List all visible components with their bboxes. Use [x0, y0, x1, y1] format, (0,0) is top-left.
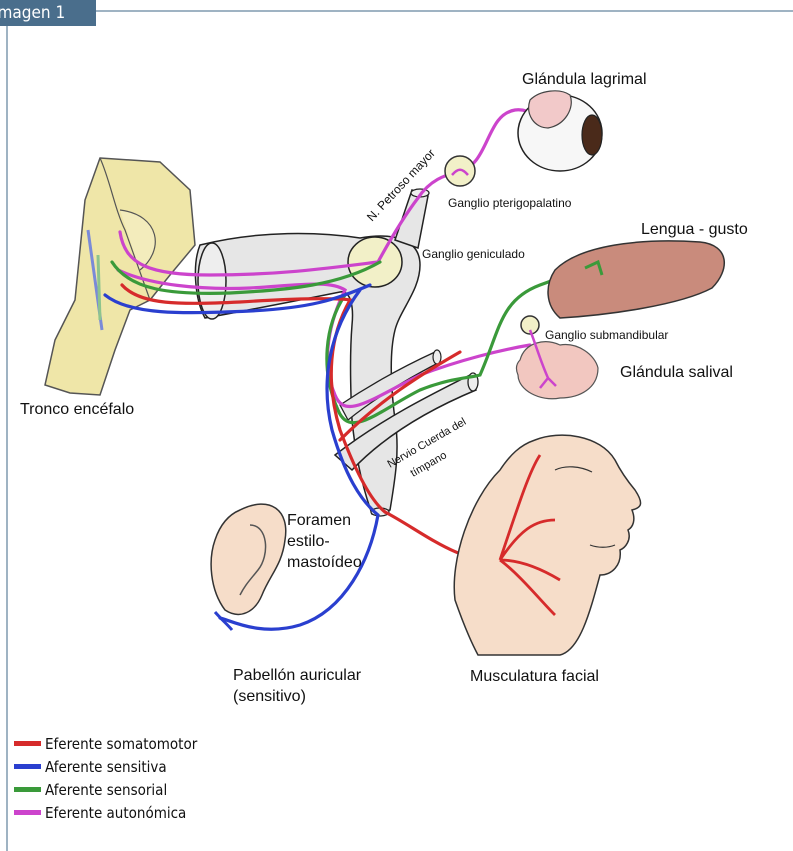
label-ganglio-submandibular: Ganglio submandibular — [545, 328, 668, 342]
label-pabellon-1: Pabellón auricular — [233, 667, 362, 684]
label-ganglio-pterigopalatino: Ganglio pterigopalatino — [448, 196, 572, 210]
label-lengua-gusto: Lengua - gusto — [641, 221, 748, 238]
legend-swatch-autonomica — [14, 810, 41, 815]
legend-item-somatomotor: Eferente somatomotor — [14, 732, 197, 755]
legend-label: Eferente somatomotor — [45, 735, 197, 753]
legend-swatch-sensorial — [14, 787, 41, 792]
legend-item-sensitiva: Aferente sensitiva — [14, 755, 197, 778]
label-foramen-3: mastoídeo — [287, 554, 362, 571]
ear — [211, 504, 286, 630]
legend-label: Aferente sensorial — [45, 781, 167, 799]
ganglio-pterigopalatino — [445, 156, 475, 186]
brainstem — [45, 158, 195, 395]
legend-label: Aferente sensitiva — [45, 758, 167, 776]
label-foramen-2: estilo- — [287, 533, 330, 550]
legend-item-autonomica: Eferente autonómica — [14, 801, 197, 824]
legend-label: Eferente autonómica — [45, 804, 186, 822]
label-pabellon-2: (sensitivo) — [233, 688, 306, 705]
label-musculatura-facial: Musculatura facial — [470, 668, 599, 685]
legend-item-sensorial: Aferente sensorial — [14, 778, 197, 801]
label-ganglio-geniculado: Ganglio geniculado — [422, 247, 525, 261]
label-n-petroso-mayor: N. Petroso mayor — [364, 146, 438, 224]
label-glandula-lagrimal: Glándula lagrimal — [522, 71, 647, 88]
label-foramen-1: Foramen — [287, 512, 351, 529]
eye-lacrimal — [518, 91, 602, 171]
legend: Eferente somatomotor Aferente sensitiva … — [14, 732, 197, 824]
face — [454, 435, 640, 655]
tongue — [548, 241, 724, 318]
legend-swatch-somatomotor — [14, 741, 41, 746]
label-glandula-salival: Glándula salival — [620, 364, 733, 381]
legend-swatch-sensitiva — [14, 764, 41, 769]
label-tronco-encefalo: Tronco encéfalo — [20, 401, 134, 418]
